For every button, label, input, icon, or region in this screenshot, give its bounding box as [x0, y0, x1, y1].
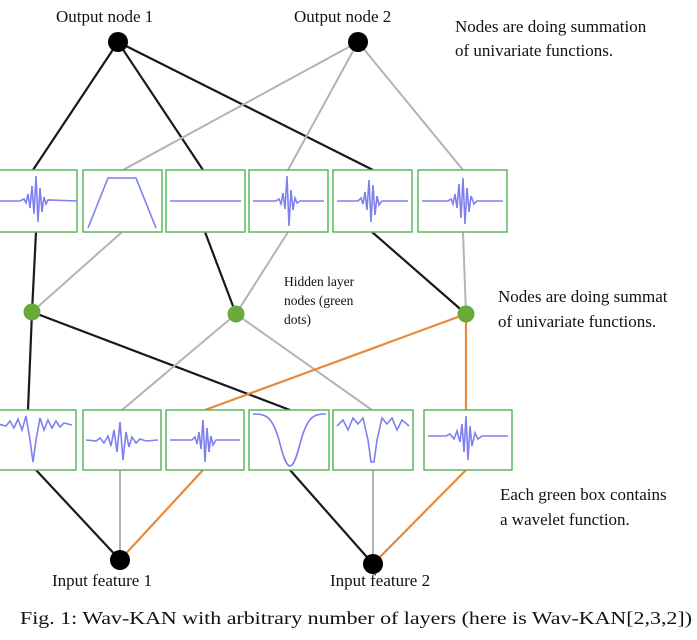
hidden-layer-label-line-2: nodes (green: [284, 293, 354, 308]
wavelet-boxes-top-row: [0, 169, 508, 233]
input-node-2: [363, 554, 383, 574]
wavelet-box: [248, 169, 329, 233]
hidden-layer-label-line-3: dots): [284, 312, 311, 327]
edge: [117, 41, 374, 171]
wavelet-curve: [336, 416, 410, 463]
edge: [117, 41, 204, 171]
note-middle-line-2: of univariate functions.: [498, 312, 656, 331]
wavelet-curve: [0, 175, 78, 223]
figure-caption: Fig. 1: Wav-KAN with arbitrary number of…: [20, 608, 692, 629]
wavelet-box: [0, 169, 78, 233]
edge: [121, 313, 237, 411]
edges-hidden-lower: [26, 310, 468, 412]
edge: [203, 231, 238, 315]
wavelet-box: [165, 409, 245, 471]
edge: [372, 469, 467, 565]
edge: [122, 41, 359, 171]
note-top-line-1: Nodes are doing summation: [455, 17, 647, 36]
edge: [357, 41, 464, 171]
edge: [204, 312, 467, 412]
labels: Output node 1 Output node 2 Input featur…: [20, 7, 692, 629]
edge: [35, 469, 121, 561]
wavelet-box: [248, 409, 330, 471]
edges-hidden-upper: [30, 231, 467, 315]
wavelet-box: [417, 169, 508, 233]
edge: [371, 231, 467, 315]
edge: [119, 469, 204, 561]
wavelet-boxes-bottom-row: [0, 409, 513, 471]
edges-input-layer: [35, 469, 467, 565]
wavelet-curve: [252, 413, 327, 467]
output-node-2-label: Output node 2: [294, 7, 391, 26]
wavelet-box: [82, 169, 163, 233]
output-node-1-label: Output node 1: [56, 7, 153, 26]
edge: [462, 231, 467, 315]
wavelet-curve: [422, 177, 503, 225]
wavelet-box: [82, 409, 162, 471]
input-feature-1-label: Input feature 1: [52, 571, 152, 590]
output-node-1: [108, 32, 128, 52]
edge: [32, 41, 119, 171]
wavelet-curve: [253, 175, 324, 227]
edge: [287, 41, 359, 171]
wavelet-box: [165, 169, 246, 233]
edge: [235, 313, 373, 411]
input-feature-2-label: Input feature 2: [330, 571, 430, 590]
wavelet-curve: [87, 177, 157, 229]
wavelet-curve: [85, 421, 159, 461]
wavelet-box: [0, 409, 77, 471]
note-bottom-line-1: Each green box contains: [500, 485, 667, 504]
edge: [30, 231, 38, 313]
edge: [235, 231, 289, 315]
wavelet-box: [332, 169, 413, 233]
wavelet-curve: [337, 179, 408, 223]
note-bottom-line-2: a wavelet function.: [500, 510, 630, 529]
hidden-node-1: [23, 303, 41, 321]
wavelet-box: [332, 409, 414, 471]
input-node-1: [110, 550, 130, 570]
note-top-line-2: of univariate functions.: [455, 41, 613, 60]
wavelet-curve: [0, 415, 73, 463]
wavelet-curve: [428, 415, 508, 461]
output-node-2: [348, 32, 368, 52]
hidden-node-2: [227, 305, 245, 323]
edge: [289, 469, 374, 565]
hidden-node-3: [457, 305, 475, 323]
note-middle-line-1: Nodes are doing summat: [498, 287, 668, 306]
nodes: [23, 32, 475, 574]
edge: [31, 231, 123, 313]
edges-output-layer: [32, 41, 464, 171]
wavelet-curve: [170, 419, 240, 463]
wavelet-box: [423, 409, 513, 471]
edge: [26, 311, 34, 411]
edge: [31, 310, 291, 412]
hidden-layer-label-line-1: Hidden layer: [284, 274, 355, 289]
